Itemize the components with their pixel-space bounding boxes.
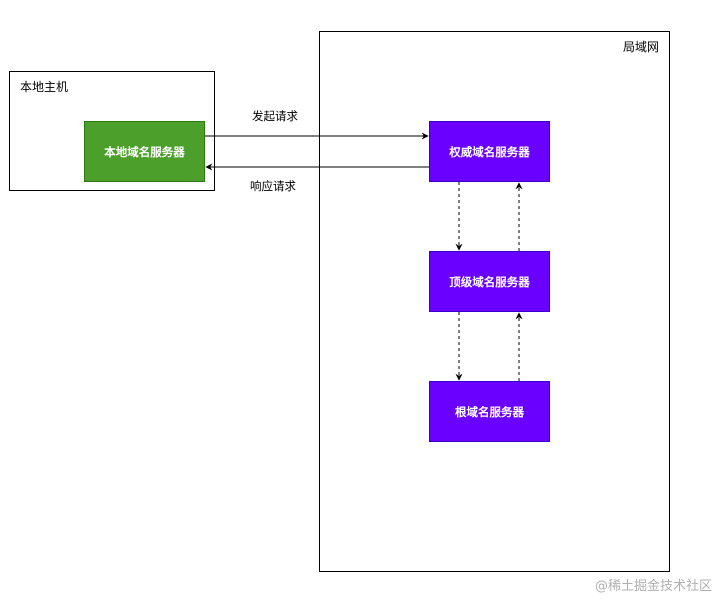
node-local-dns-server[interactable]: 本地域名服务器 (84, 121, 205, 182)
node-tld-dns-server[interactable]: 顶级域名服务器 (429, 251, 550, 312)
node-authoritative-dns-label: 权威域名服务器 (449, 144, 530, 159)
node-local-dns-label: 本地域名服务器 (104, 144, 185, 159)
local-host-label: 本地主机 (20, 80, 69, 94)
node-tld-dns-label: 顶级域名服务器 (449, 274, 530, 289)
node-authoritative-dns-server[interactable]: 权威域名服务器 (429, 121, 550, 182)
watermark: @稀土掘金技术社区 (594, 579, 712, 594)
edge-label-request: 发起请求 (252, 109, 298, 123)
lan-label: 局域网 (622, 40, 659, 54)
node-root-dns-server[interactable]: 根域名服务器 (429, 381, 550, 442)
node-root-dns-label: 根域名服务器 (455, 404, 524, 419)
edge-label-response: 响应请求 (250, 179, 296, 193)
